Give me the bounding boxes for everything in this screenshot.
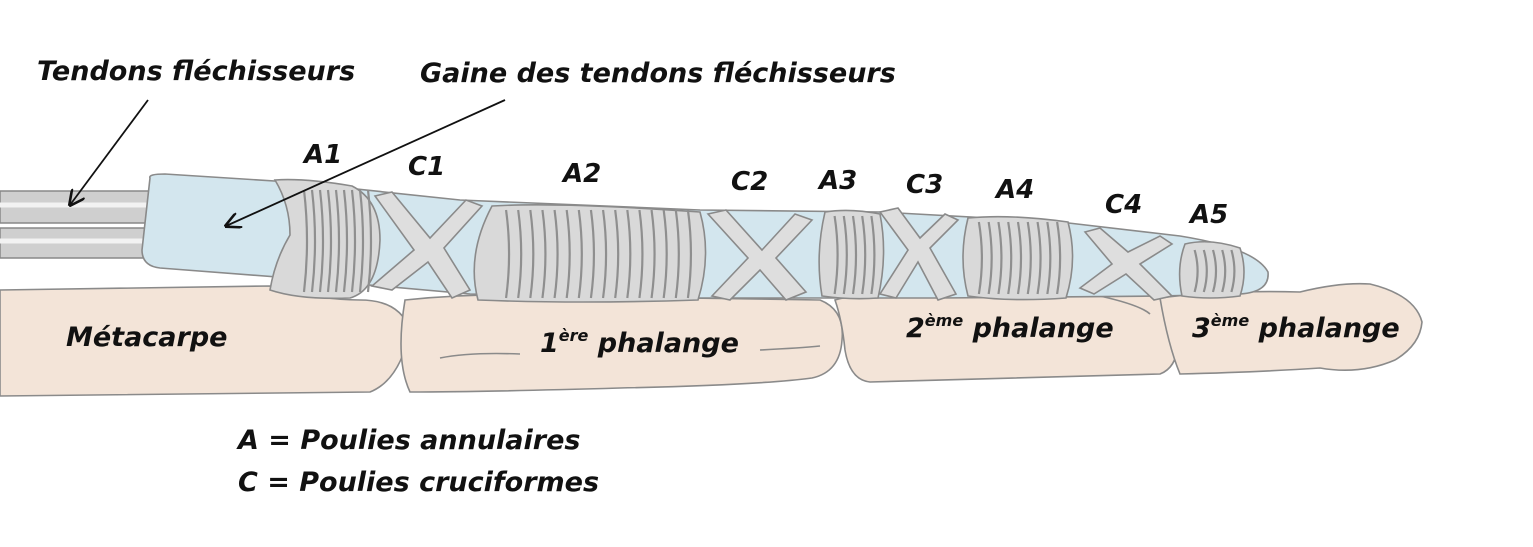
striation-a3 xyxy=(861,215,867,295)
striation-a2 xyxy=(589,209,596,299)
striation-a2 xyxy=(517,209,523,299)
striation-a3 xyxy=(842,215,848,295)
label-c2: C2 xyxy=(731,167,768,197)
pulley-a1 xyxy=(269,178,381,300)
annular-pulley-striations xyxy=(302,189,1236,299)
striation-a4 xyxy=(1026,221,1032,295)
striation-a2 xyxy=(601,209,608,299)
striation-a5 xyxy=(1211,249,1218,293)
label-a1: A1 xyxy=(302,140,342,170)
striation-a1 xyxy=(358,189,365,293)
label-tendons: Tendons fléchisseurs xyxy=(37,56,355,87)
striation-a1 xyxy=(342,189,349,293)
striation-a1 xyxy=(302,189,309,293)
striation-a1 xyxy=(366,189,373,293)
striation-a4 xyxy=(1056,221,1062,295)
striation-a2 xyxy=(638,209,644,299)
striation-a2 xyxy=(541,209,547,299)
label-phalange-1: 1ère phalange xyxy=(540,326,739,359)
striation-a2 xyxy=(662,209,668,299)
striation-a1 xyxy=(326,189,333,293)
legend-annular: A = Poulies annulaires xyxy=(236,425,580,456)
striation-a2 xyxy=(504,209,511,299)
striation-a2 xyxy=(614,209,620,299)
pulley-a3 xyxy=(818,209,885,300)
label-phalange-3: 3ème phalange xyxy=(1192,311,1400,344)
pulley-c4 xyxy=(1078,227,1174,301)
label-a3: A3 xyxy=(817,166,857,196)
striation-a4 xyxy=(1046,221,1052,295)
pulley-c1 xyxy=(370,191,484,300)
striation-a2 xyxy=(650,209,656,299)
flexor-tendons xyxy=(0,190,161,259)
pulley-c2 xyxy=(706,209,814,301)
striation-a1 xyxy=(310,189,317,293)
striation-a4 xyxy=(1007,221,1013,295)
striation-a1 xyxy=(334,189,341,293)
label-c1: C1 xyxy=(408,152,445,182)
striation-a3 xyxy=(870,215,876,295)
cruciform-pulleys xyxy=(370,191,1174,301)
striation-a4 xyxy=(1036,221,1042,295)
distal-phalanx xyxy=(1159,282,1423,375)
label-a2: A2 xyxy=(561,159,601,189)
label-c4: C4 xyxy=(1105,190,1142,220)
striation-a1 xyxy=(318,189,325,293)
label-phalange-2: 2ème phalange xyxy=(906,311,1114,344)
bones xyxy=(0,282,1423,397)
striation-a3 xyxy=(833,215,839,295)
striation-a4 xyxy=(997,221,1003,295)
striation-a2 xyxy=(565,209,571,299)
label-a5: A5 xyxy=(1188,200,1228,230)
striation-a4 xyxy=(987,221,993,295)
striation-a2 xyxy=(674,209,680,299)
tendons-arrow xyxy=(70,99,149,205)
striation-a1 xyxy=(350,189,357,293)
striation-a2 xyxy=(553,209,559,299)
sheath-arrow xyxy=(226,99,506,226)
striation-a2 xyxy=(529,209,535,299)
striation-a5 xyxy=(1202,249,1208,293)
striation-a5 xyxy=(1193,249,1199,293)
legend-cruciform: C = Poulies cruciformes xyxy=(238,467,599,498)
striation-a4 xyxy=(1016,221,1023,295)
striation-a2 xyxy=(686,209,693,299)
label-metacarpe: Métacarpe xyxy=(66,322,228,353)
striation-a5 xyxy=(1230,249,1236,293)
striation-a4 xyxy=(977,221,983,295)
label-sheath: Gaine des tendons fléchisseurs xyxy=(420,58,896,89)
striation-a2 xyxy=(626,209,632,299)
striation-a5 xyxy=(1221,249,1227,293)
label-c3: C3 xyxy=(906,170,943,200)
pulley-c3 xyxy=(878,207,960,301)
label-a4: A4 xyxy=(994,175,1034,205)
striation-a2 xyxy=(577,209,583,299)
striation-a3 xyxy=(851,215,858,295)
